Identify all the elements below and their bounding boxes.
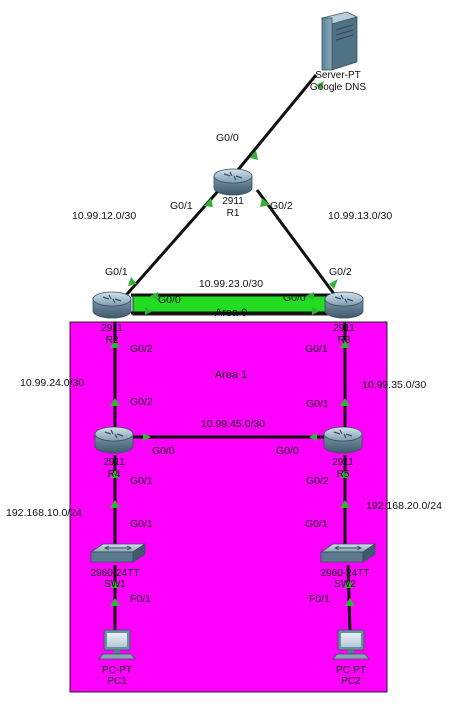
sw1-model-label: 2960-24TT	[91, 568, 140, 579]
link-up-icon	[340, 500, 350, 508]
port-label-r5-r3: G0/1	[306, 398, 329, 410]
switch-sw2[interactable]: 2960-24TT SW2	[319, 543, 377, 590]
pc2-name-label: PC2	[341, 676, 361, 687]
router-r4[interactable]: 2911 R4	[94, 426, 134, 480]
r2-model-label: 2911	[101, 323, 123, 334]
server-google-dns[interactable]: Server-PT Google DNS	[310, 11, 366, 93]
sw2-name-label: SW2	[334, 579, 356, 590]
r1-name-label: R1	[227, 208, 240, 219]
router-icon	[323, 426, 363, 454]
sw1-name-label: SW1	[104, 579, 126, 590]
r3-model-label: 2911	[333, 323, 355, 334]
sw2-model-label: 2960-24TT	[321, 568, 370, 579]
link-up-icon	[110, 598, 120, 606]
r2-name-label: R2	[106, 335, 119, 346]
router-icon	[213, 168, 253, 196]
r4-name-label: R4	[108, 469, 121, 480]
router-r5[interactable]: 2911 R5	[323, 426, 363, 480]
link-up-icon	[145, 307, 153, 315]
link-up-icon	[344, 580, 354, 588]
port-label-r2-r1: G0/1	[105, 266, 128, 278]
link-r1-r3	[255, 189, 342, 303]
subnet-label-lan2: 192.168.20.0/24	[366, 500, 442, 512]
link-up-icon	[345, 598, 355, 606]
port-label-r1-r2: G0/1	[170, 200, 193, 212]
link-up-icon	[110, 340, 120, 348]
r5-name-label: R5	[337, 469, 350, 480]
router-icon	[94, 426, 134, 454]
port-label-r2-r4: G0/2	[130, 343, 153, 355]
port-label-sw1-pc1: F0/1	[130, 593, 151, 605]
pc-icon	[332, 629, 370, 660]
subnet-label-r1-r2: 10.99.12.0/30	[72, 210, 136, 222]
router-icon	[92, 291, 132, 319]
port-label-r4-sw1: G0/1	[130, 475, 153, 487]
subnet-label-lan1: 192.168.10.0/24	[6, 507, 82, 519]
switch-icon	[89, 543, 147, 563]
link-up-icon	[329, 279, 338, 289]
port-label-r1-r3: G0/2	[270, 200, 293, 212]
router-r3[interactable]: 2911 R3	[324, 291, 364, 346]
link-up-icon	[110, 470, 120, 478]
switch-icon	[319, 543, 377, 563]
subnet-label-r3-r5: 10.99.35.0/30	[362, 379, 426, 391]
port-label-r4-r2: G0/2	[130, 396, 153, 408]
link-up-icon	[143, 433, 151, 441]
area-1-label: Area 1	[215, 369, 247, 381]
link-up-icon	[110, 500, 120, 508]
r4-model-label: 2911	[103, 457, 125, 468]
port-label-r2-r3: G0/0	[158, 294, 181, 306]
pc1-model-label: PC-PT	[102, 665, 132, 676]
link-up-icon	[340, 340, 350, 348]
link-sw2-pc2	[346, 564, 352, 633]
port-label-r1-server: G0/0	[216, 132, 239, 144]
link-r1-server	[236, 74, 318, 171]
r1-model-label: 2911	[222, 196, 244, 207]
subnet-label-r4-r5: 10.99.45.0/30	[201, 418, 265, 430]
subnet-label-r2-r3: 10.99.23.0/30	[199, 278, 263, 290]
link-up-icon	[306, 292, 314, 300]
server-model-label: Server-PT	[315, 70, 361, 81]
link-up-icon	[110, 580, 120, 588]
port-label-r5-r4: G0/0	[276, 445, 299, 457]
port-label-r5-sw2: G0/2	[306, 475, 329, 487]
area-0-label: Area 0	[215, 307, 247, 319]
link-up-icon	[260, 198, 270, 207]
port-label-sw2-pc2: F0/1	[309, 593, 330, 605]
link-up-icon	[340, 470, 350, 478]
link-up-icon	[316, 81, 324, 90]
pc2-model-label: PC-PT	[336, 665, 366, 676]
port-label-r3-r1: G0/2	[329, 266, 352, 278]
link-up-icon	[312, 307, 320, 315]
subnet-label-r2-r4: 10.99.24.0/30	[20, 377, 84, 389]
pc1-name-label: PC1	[107, 676, 127, 687]
subnet-label-r1-r3: 10.99.13.0/30	[328, 210, 392, 222]
link-up-icon	[340, 398, 350, 406]
r3-name-label: R3	[338, 335, 351, 346]
router-r1[interactable]: 2911 R1	[213, 168, 253, 219]
router-r2[interactable]: 2911 R2	[92, 291, 132, 346]
router-icon	[324, 291, 364, 319]
port-label-r3-r2: G0/0	[283, 292, 306, 304]
port-label-r4-r5: G0/0	[152, 445, 175, 457]
link-up-icon	[204, 198, 213, 207]
port-label-r3-r5: G0/1	[305, 343, 328, 355]
link-up-icon	[150, 292, 158, 300]
pc-pc2[interactable]: PC-PT PC2	[332, 629, 370, 687]
port-label-sw1-r4: G0/1	[130, 518, 153, 530]
link-status-markers	[110, 81, 355, 606]
pc-icon	[98, 629, 136, 660]
link-up-icon	[250, 150, 258, 160]
server-name-label: Google DNS	[310, 82, 366, 93]
link-up-icon	[128, 277, 137, 286]
link-up-icon	[110, 398, 120, 406]
port-label-sw2-r5: G0/1	[305, 518, 328, 530]
switch-sw1[interactable]: 2960-24TT SW1	[89, 543, 147, 590]
pc-pc1[interactable]: PC-PT PC1	[98, 629, 136, 687]
r5-model-label: 2911	[332, 457, 354, 468]
link-r1-r2	[118, 189, 221, 303]
server-icon	[320, 11, 359, 71]
link-up-icon	[309, 433, 317, 441]
